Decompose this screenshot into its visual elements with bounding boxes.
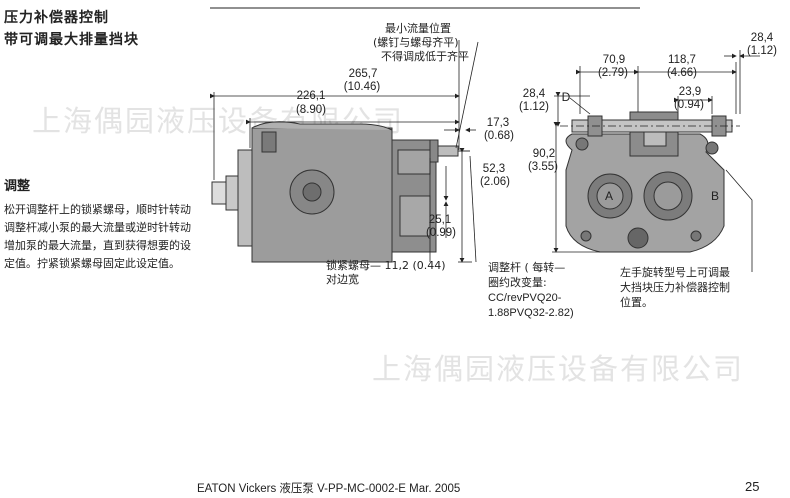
end-note-line3: 位置。 — [620, 296, 653, 309]
rod-label-line4: 1.88PVQ32-2.82) — [488, 307, 574, 319]
dim-lower-height: 25,1 — [428, 214, 452, 226]
dim-118-7: 118,7 — [668, 54, 696, 66]
end-note-line2: 大挡块压力补偿器控制 — [620, 281, 730, 294]
dim-rod-offset: 17,3 — [486, 117, 510, 129]
section-heading: 调整 — [4, 179, 31, 194]
dim-body-length-in: (8.90) — [295, 104, 327, 116]
rod-label-line1: 调整杆 ( 每转— — [488, 261, 566, 274]
locknut-label: 锁紧螺母— 11,2 (0.44) — [326, 259, 446, 272]
section-body: 松开调整杆上的锁紧螺母，顺时针转动调整杆减小泵的最大流量或逆时针转动增加泵的最大… — [4, 203, 191, 270]
pump-side-view — [211, 121, 470, 263]
dim-70-9: 70,9 — [602, 54, 626, 66]
dim-23-9: 23,9 — [678, 86, 702, 98]
page-title-line2: 带可调最大排量挡块 — [4, 32, 139, 48]
locknut-label-2: 对边宽 — [326, 273, 359, 286]
page-title-line1: 压力补偿器控制 — [4, 10, 109, 26]
dim-height-in: (2.06) — [479, 176, 511, 188]
dim-overall-length: 265,7 — [348, 68, 378, 80]
page-number: 25 — [745, 479, 760, 494]
watermark-bottom: 上海偶园液压设备有限公司 — [372, 352, 745, 386]
rod-label-line2: 圈约改变量: — [488, 276, 547, 289]
dim-height: 52,3 — [482, 163, 506, 175]
dim-28-4-top-in: (1.12) — [746, 45, 778, 57]
pump-end-view — [565, 111, 733, 253]
footer-text: EATON Vickers 液压泵 V-PP-MC-0002-E Mar. 20… — [197, 483, 461, 495]
end-note-line1: 左手旋转型号上可调最 — [620, 266, 730, 279]
port-b-label: B — [710, 189, 719, 203]
port-a-label: A — [604, 189, 613, 203]
callout-min-flow-line1: 最小流量位置 — [385, 22, 451, 35]
callout-min-flow-line2: (螺钉与螺母齐平) — [373, 36, 459, 49]
dim-70-9-in: (2.79) — [597, 67, 629, 79]
dim-90-2: 90,2 — [532, 148, 556, 160]
dim-23-9-in: (0.94) — [673, 99, 705, 111]
dim-28-4-left: 28,4 — [522, 88, 546, 100]
dim-90-2-in: (3.55) — [527, 161, 559, 173]
dim-overall-length-in: (10.46) — [343, 81, 381, 93]
dim-rod-offset-in: (0.68) — [483, 130, 515, 142]
rod-label-line3: CC/revPVQ20- — [488, 292, 562, 304]
callout-min-flow-line3: 不得调成低于齐平 — [381, 50, 469, 63]
dim-lower-height-in: (0.99) — [425, 227, 457, 239]
dim-28-4-top: 28,4 — [750, 32, 774, 44]
label-d: D — [561, 90, 571, 104]
dim-body-length: 226,1 — [296, 90, 326, 102]
dim-28-4-left-in: (1.12) — [518, 101, 550, 113]
dim-118-7-in: (4.66) — [666, 67, 698, 79]
